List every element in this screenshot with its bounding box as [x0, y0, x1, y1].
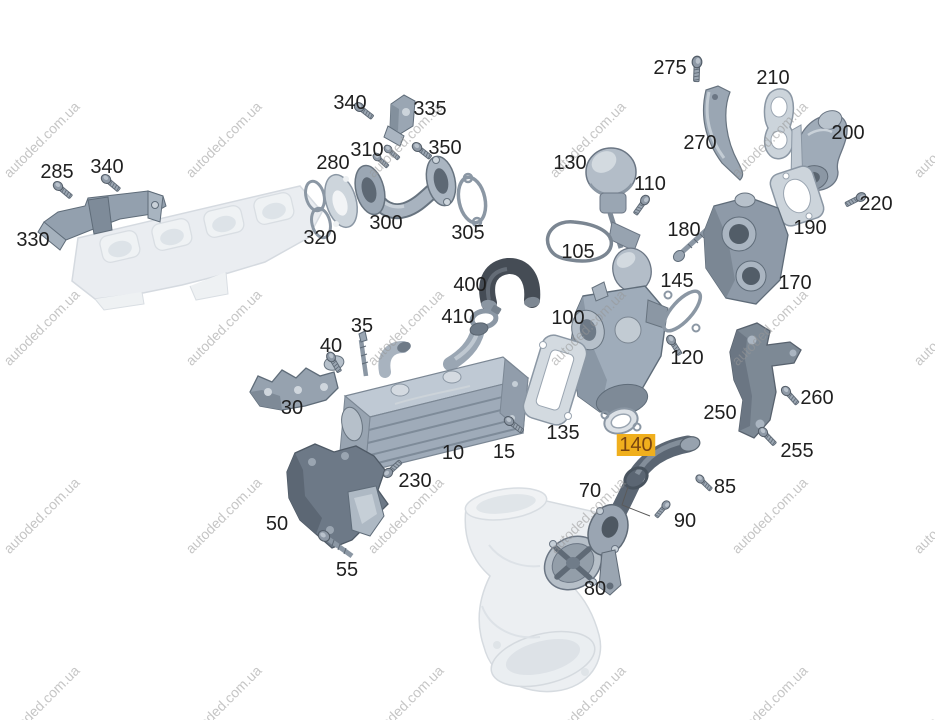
part-callout-305[interactable]: 305	[451, 222, 484, 244]
part-bolt-55	[317, 530, 354, 559]
part-egr-cooler-10	[339, 341, 530, 473]
part-callout-340[interactable]: 340	[90, 156, 123, 178]
watermark-text: autoded.com.ua	[728, 662, 810, 720]
part-bolt-275	[690, 55, 703, 83]
part-callout-220[interactable]: 220	[859, 193, 892, 215]
part-stud-35	[358, 330, 369, 377]
part-screw-90	[652, 498, 673, 520]
part-callout-30[interactable]: 30	[281, 397, 303, 419]
part-callout-90[interactable]: 90	[674, 510, 696, 532]
watermark-text: autoded.com.ua	[728, 474, 810, 556]
watermark-text: autoded.com.ua	[910, 286, 935, 368]
watermark-text: autoded.com.ua	[182, 286, 264, 368]
part-callout-70[interactable]: 70	[579, 480, 601, 502]
part-gasket-320	[304, 179, 332, 240]
part-gasket-305	[456, 172, 488, 228]
part-exhaust-manifold	[71, 185, 323, 311]
part-bracket-250	[729, 322, 802, 439]
watermark-text: autoded.com.ua	[910, 98, 935, 180]
part-callout-55[interactable]: 55	[336, 559, 358, 581]
part-bracket-270	[703, 85, 744, 181]
part-callout-120[interactable]: 120	[670, 347, 703, 369]
part-callout-100[interactable]: 100	[551, 307, 584, 329]
part-callout-190[interactable]: 190	[793, 217, 826, 239]
watermark-text: autoded.com.ua	[0, 286, 82, 368]
part-callout-400[interactable]: 400	[453, 274, 486, 296]
part-callout-260[interactable]: 260	[800, 387, 833, 409]
part-callout-330[interactable]: 330	[16, 229, 49, 251]
part-callout-35[interactable]: 35	[351, 315, 373, 337]
part-callout-105[interactable]: 105	[561, 241, 594, 263]
part-seal-ring-105	[545, 220, 613, 263]
part-callout-250[interactable]: 250	[703, 402, 736, 424]
highlight-box-140	[616, 434, 656, 456]
part-callout-85[interactable]: 85	[714, 476, 736, 498]
part-egr-pipe-70	[587, 435, 701, 596]
part-callout-140[interactable]: 140	[619, 434, 652, 456]
part-callout-255[interactable]: 255	[780, 440, 813, 462]
part-callout-410[interactable]: 410	[441, 306, 474, 328]
leader-line-90	[621, 486, 651, 517]
watermark-text: autoded.com.ua	[0, 474, 82, 556]
part-bolt-110	[631, 192, 652, 217]
part-callout-335[interactable]: 335	[413, 98, 446, 120]
watermark-text: autoded.com.ua	[182, 98, 264, 180]
part-callout-145[interactable]: 145	[660, 270, 693, 292]
part-bracket-30	[249, 367, 339, 411]
part-callout-340[interactable]: 340	[333, 92, 366, 114]
watermark-text: autoded.com.ua	[910, 662, 935, 720]
part-actuator-130	[585, 147, 641, 252]
part-callout-10[interactable]: 10	[442, 442, 464, 464]
part-callout-310[interactable]: 310	[350, 139, 383, 161]
part-hose-400	[479, 258, 541, 311]
part-gasket-140	[600, 407, 642, 435]
part-bolt-85	[693, 472, 715, 493]
part-callout-270[interactable]: 270	[683, 132, 716, 154]
part-bolt-40	[323, 350, 345, 375]
part-callout-40[interactable]: 40	[320, 335, 342, 357]
part-callout-180[interactable]: 180	[667, 219, 700, 241]
part-cooler-inlet-elbow	[443, 322, 489, 371]
part-callout-280[interactable]: 280	[316, 152, 349, 174]
watermark-text: autoded.com.ua	[910, 474, 935, 556]
part-callout-210[interactable]: 210	[756, 67, 789, 89]
part-gasket-280	[324, 173, 358, 229]
watermark-text: autoded.com.ua	[0, 662, 82, 720]
part-bracket-335	[383, 94, 416, 147]
part-bracket-50	[286, 443, 389, 549]
part-bolt-260	[779, 383, 801, 407]
part-gasket-145	[661, 289, 703, 333]
part-callout-300[interactable]: 300	[369, 212, 402, 234]
part-bolt-255	[756, 424, 779, 448]
part-callout-285[interactable]: 285	[40, 161, 73, 183]
part-callout-110[interactable]: 110	[634, 173, 666, 195]
part-bracket-330	[37, 190, 167, 251]
part-callout-230[interactable]: 230	[398, 470, 431, 492]
part-housing-170	[703, 192, 789, 305]
watermark-text: autoded.com.ua	[364, 662, 446, 720]
part-pipe-300	[354, 155, 457, 220]
part-callout-200[interactable]: 200	[831, 122, 864, 144]
part-callout-130[interactable]: 130	[553, 152, 586, 174]
part-callout-135[interactable]: 135	[546, 422, 579, 444]
part-gasket-190	[769, 165, 825, 227]
part-gasket-210	[763, 88, 795, 160]
watermark-text: autoded.com.ua	[364, 286, 446, 368]
part-callout-275[interactable]: 275	[653, 57, 686, 79]
part-callout-15[interactable]: 15	[493, 441, 515, 463]
part-callout-50[interactable]: 50	[266, 513, 288, 535]
watermark-text: autoded.com.ua	[182, 662, 264, 720]
part-callout-320[interactable]: 320	[303, 227, 336, 249]
part-gasket-135	[522, 334, 588, 426]
part-flange-plate-80	[543, 535, 603, 591]
part-egr-valve-100	[570, 247, 669, 417]
watermark-text: autoded.com.ua	[182, 474, 264, 556]
part-callout-170[interactable]: 170	[778, 272, 811, 294]
part-callout-80[interactable]: 80	[584, 578, 606, 600]
part-callout-350[interactable]: 350	[428, 137, 461, 159]
